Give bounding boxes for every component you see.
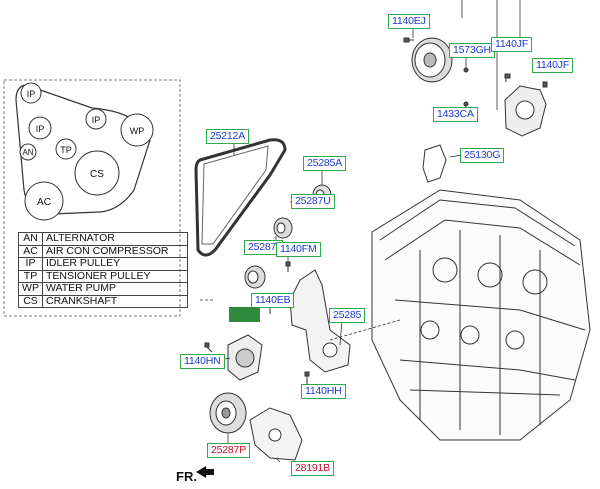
callout-25285a[interactable]: 25285A — [303, 156, 347, 171]
callout-25287p[interactable]: 25287P — [207, 443, 251, 458]
pulley-ip-left: IP — [28, 116, 52, 140]
legend-desc: IDLER PULLEY — [42, 257, 188, 271]
callout-1140jf-upper[interactable]: 1140JF — [491, 37, 533, 52]
engine-block — [371, 189, 591, 441]
pulley-ac-label: AC — [37, 197, 51, 208]
water-pump-gasket — [422, 144, 447, 183]
legend-code: WP — [18, 282, 43, 296]
pulley-cs: CS — [74, 150, 120, 196]
pulley-wp: WP — [120, 113, 154, 147]
callout-1140hh[interactable]: 1140HH — [301, 384, 346, 399]
callout-28191b[interactable]: 28191B — [291, 461, 335, 476]
tensioner-bracket — [289, 269, 351, 373]
legend-code: AN — [18, 232, 43, 246]
pulley-cs-label: CS — [90, 169, 104, 180]
callout-25285[interactable]: 25285 — [329, 308, 366, 323]
pulley-ac: AC — [24, 181, 64, 221]
legend-code: AC — [18, 244, 43, 258]
legend-desc: AIR CON COMPRESSOR — [42, 244, 188, 258]
idler-pulley-bottom — [209, 392, 247, 434]
water-pump-pulley — [411, 37, 453, 83]
callout-25212a[interactable]: 25212A — [206, 129, 250, 144]
callout-2528-highlighted[interactable]: 2528 — [229, 307, 260, 322]
pulley-ip-top-label: IP — [27, 89, 36, 99]
idler-pulley-lower — [244, 265, 266, 289]
callout-1140eb[interactable]: 1140EB — [251, 293, 295, 308]
front-label: FR. — [176, 469, 197, 484]
callout-1140jf-right[interactable]: 1140JF — [532, 58, 574, 73]
front-arrow-icon — [196, 466, 214, 478]
legend-desc: CRANKSHAFT — [42, 294, 188, 308]
pulley-ip-left-label: IP — [36, 124, 45, 134]
pulley-ip-top: IP — [20, 82, 42, 104]
idler-pulley-middle — [273, 217, 293, 239]
pulley-ip-right: IP — [85, 108, 107, 130]
callout-25287i[interactable]: 25287I — [244, 240, 283, 255]
pulley-an: AN — [19, 143, 37, 161]
legend-desc: WATER PUMP — [42, 282, 188, 296]
callout-25287u[interactable]: 25287U — [291, 194, 335, 209]
legend-desc: TENSIONER PULLEY — [42, 269, 188, 283]
callout-1140hn[interactable]: 1140HN — [180, 354, 225, 369]
drive-belt-inner — [201, 145, 269, 245]
legend-code: TP — [18, 269, 43, 283]
tensioner-assembly — [227, 334, 263, 381]
legend-code: IP — [18, 257, 43, 271]
callout-1140fm[interactable]: 1140FM — [276, 242, 321, 257]
legend-code: CS — [18, 294, 43, 308]
pulley-ip-right-label: IP — [92, 115, 101, 125]
pulley-tp: TP — [55, 138, 77, 160]
callout-1140ej[interactable]: 1140EJ — [388, 14, 430, 29]
callout-1433ca[interactable]: 1433CA — [433, 107, 478, 122]
pulley-tp-label: TP — [60, 145, 72, 155]
callout-25130g[interactable]: 25130G — [460, 148, 505, 163]
pulley-wp-label: WP — [130, 126, 145, 136]
belt-routing-frame — [3, 79, 181, 317]
ac-bracket — [249, 407, 303, 461]
callout-1573gh[interactable]: 1573GH — [449, 43, 495, 58]
drive-belt — [194, 138, 287, 257]
legend-desc: ALTERNATOR — [42, 232, 188, 246]
pulley-an-label: AN — [22, 148, 33, 157]
water-pump — [504, 85, 547, 137]
